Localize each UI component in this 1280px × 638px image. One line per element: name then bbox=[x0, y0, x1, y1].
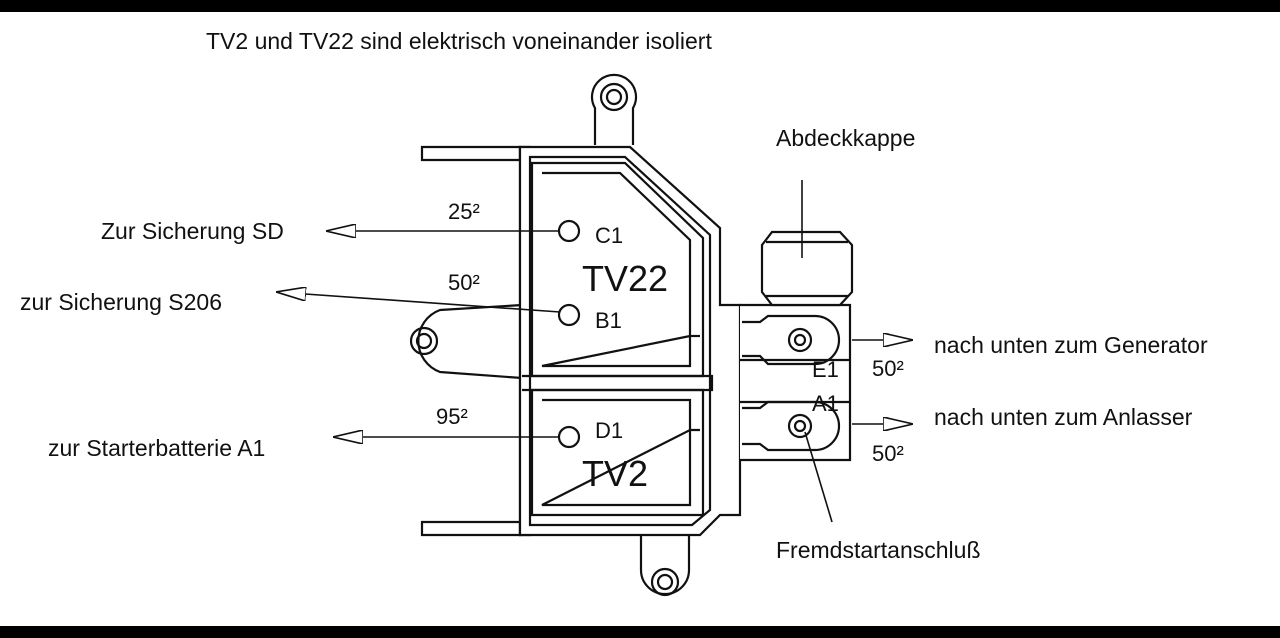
tv2-chamber-outer bbox=[530, 388, 705, 517]
b1-label: B1 bbox=[595, 308, 622, 333]
inner-body bbox=[528, 155, 712, 527]
cover-cap-label: Abdeckkappe bbox=[776, 125, 915, 151]
tv22-chamber-outer bbox=[530, 161, 705, 378]
e1-label: E1 bbox=[812, 357, 839, 382]
bottom-rail bbox=[420, 520, 522, 537]
top-rail bbox=[420, 145, 522, 162]
e1-cross-section: 50² bbox=[872, 356, 904, 381]
top-lug-hole bbox=[599, 82, 629, 112]
c1-cross-section: 25² bbox=[448, 199, 480, 224]
cover-cap bbox=[760, 230, 854, 307]
tv22-chamber-inner bbox=[541, 171, 692, 368]
diagram-title: TV2 und TV22 sind elektrisch voneinander… bbox=[206, 28, 712, 54]
bottom-mounting-lug bbox=[639, 530, 691, 596]
s206-arrow bbox=[277, 292, 561, 313]
left-ear-hole bbox=[409, 326, 439, 356]
b1-cross-section: 50² bbox=[448, 270, 480, 295]
e1-tab bbox=[742, 314, 841, 366]
left-mounting-ear bbox=[417, 303, 523, 380]
d1-label: D1 bbox=[595, 418, 623, 443]
bottom-lug-hole bbox=[650, 567, 680, 597]
external-start-label: Fremdstartanschluß bbox=[776, 537, 981, 563]
d1-terminal bbox=[557, 425, 581, 449]
b1-terminal bbox=[557, 303, 581, 327]
battery-label: zur Starterbatterie A1 bbox=[48, 435, 265, 461]
c1-terminal bbox=[557, 219, 581, 243]
e1-stud bbox=[787, 327, 813, 353]
a1-stud bbox=[787, 413, 813, 439]
a1-cross-section: 50² bbox=[872, 441, 904, 466]
d1-cross-section: 95² bbox=[436, 404, 468, 429]
generator-label: nach unten zum Generator bbox=[934, 332, 1208, 358]
a1-tab bbox=[742, 400, 841, 452]
external-start-leader bbox=[804, 431, 833, 523]
sd-label: Zur Sicherung SD bbox=[101, 218, 284, 244]
tv2-chamber-inner bbox=[541, 398, 700, 507]
s206-label: zur Sicherung S206 bbox=[20, 289, 222, 315]
starter-label: nach unten zum Anlasser bbox=[934, 404, 1193, 430]
a1-label: A1 bbox=[812, 391, 839, 416]
c1-label: C1 bbox=[595, 223, 623, 248]
tv22-label: TV22 bbox=[582, 258, 668, 299]
tv2-label: TV2 bbox=[582, 453, 648, 494]
